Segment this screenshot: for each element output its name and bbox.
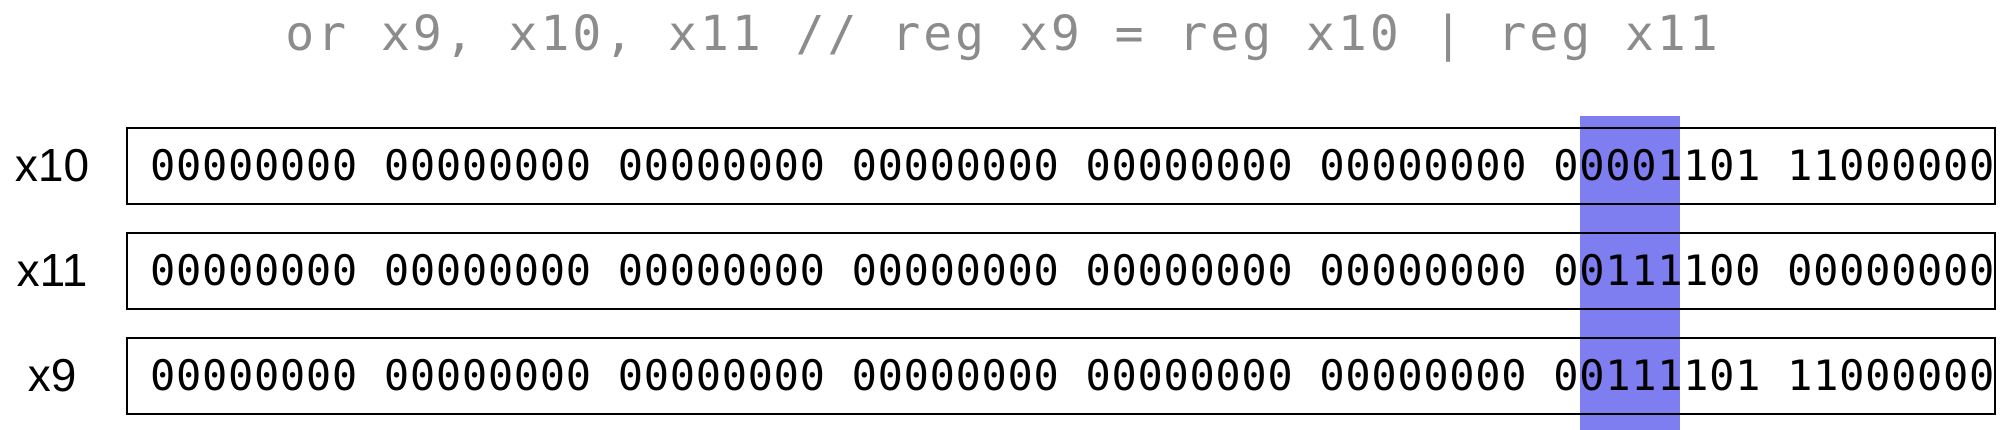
register-box-x11 (126, 232, 1996, 310)
register-label-x11: x11 (16, 244, 88, 296)
register-box-x9 (126, 337, 1996, 415)
register-bits-x10: 00000000 00000000 00000000 00000000 0000… (150, 141, 1996, 190)
register-label-x9: x9 (27, 349, 77, 401)
register-bits-x9: 00000000 00000000 00000000 00000000 0000… (150, 351, 1996, 400)
highlighted-bit-columns (1580, 116, 1680, 430)
instruction-text: or x9, x10, x11 // reg x9 = reg x10 | re… (285, 6, 1721, 62)
register-box-x10 (126, 127, 1996, 205)
register-label-x10: x10 (14, 139, 90, 191)
register-bits-x11: 00000000 00000000 00000000 00000000 0000… (150, 246, 1996, 295)
